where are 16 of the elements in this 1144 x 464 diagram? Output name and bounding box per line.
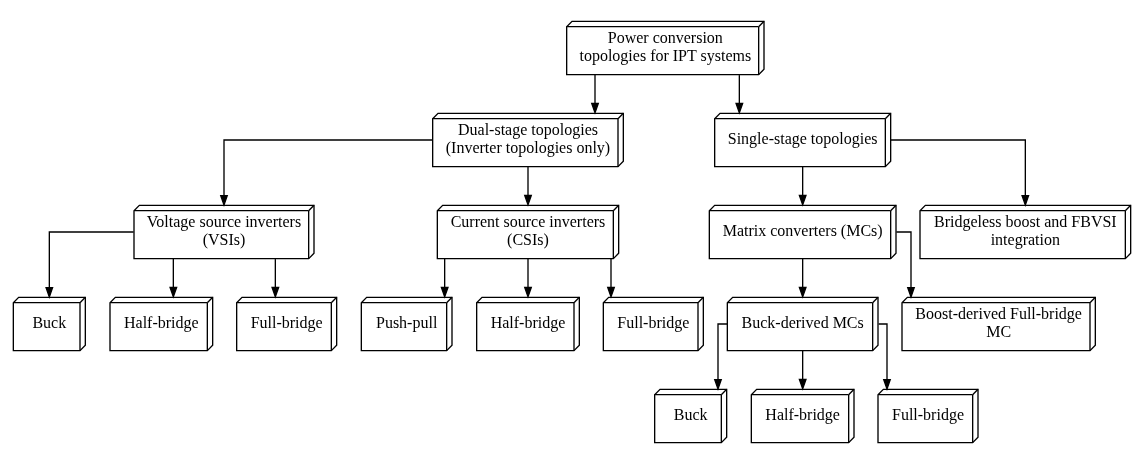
arrow [590, 74, 600, 115]
arrow [219, 139, 434, 207]
arrow [798, 350, 807, 391]
arrow [890, 139, 1030, 207]
arrow [713, 323, 728, 391]
arrow [45, 231, 135, 299]
arrow [798, 258, 807, 299]
arrow [735, 74, 744, 115]
arrow [877, 323, 892, 391]
arrow [523, 258, 533, 299]
arrow [271, 258, 280, 299]
arrow [606, 258, 616, 299]
arrow [440, 258, 449, 299]
arrow [169, 258, 178, 299]
arrow [798, 166, 807, 207]
arrow [523, 166, 533, 207]
